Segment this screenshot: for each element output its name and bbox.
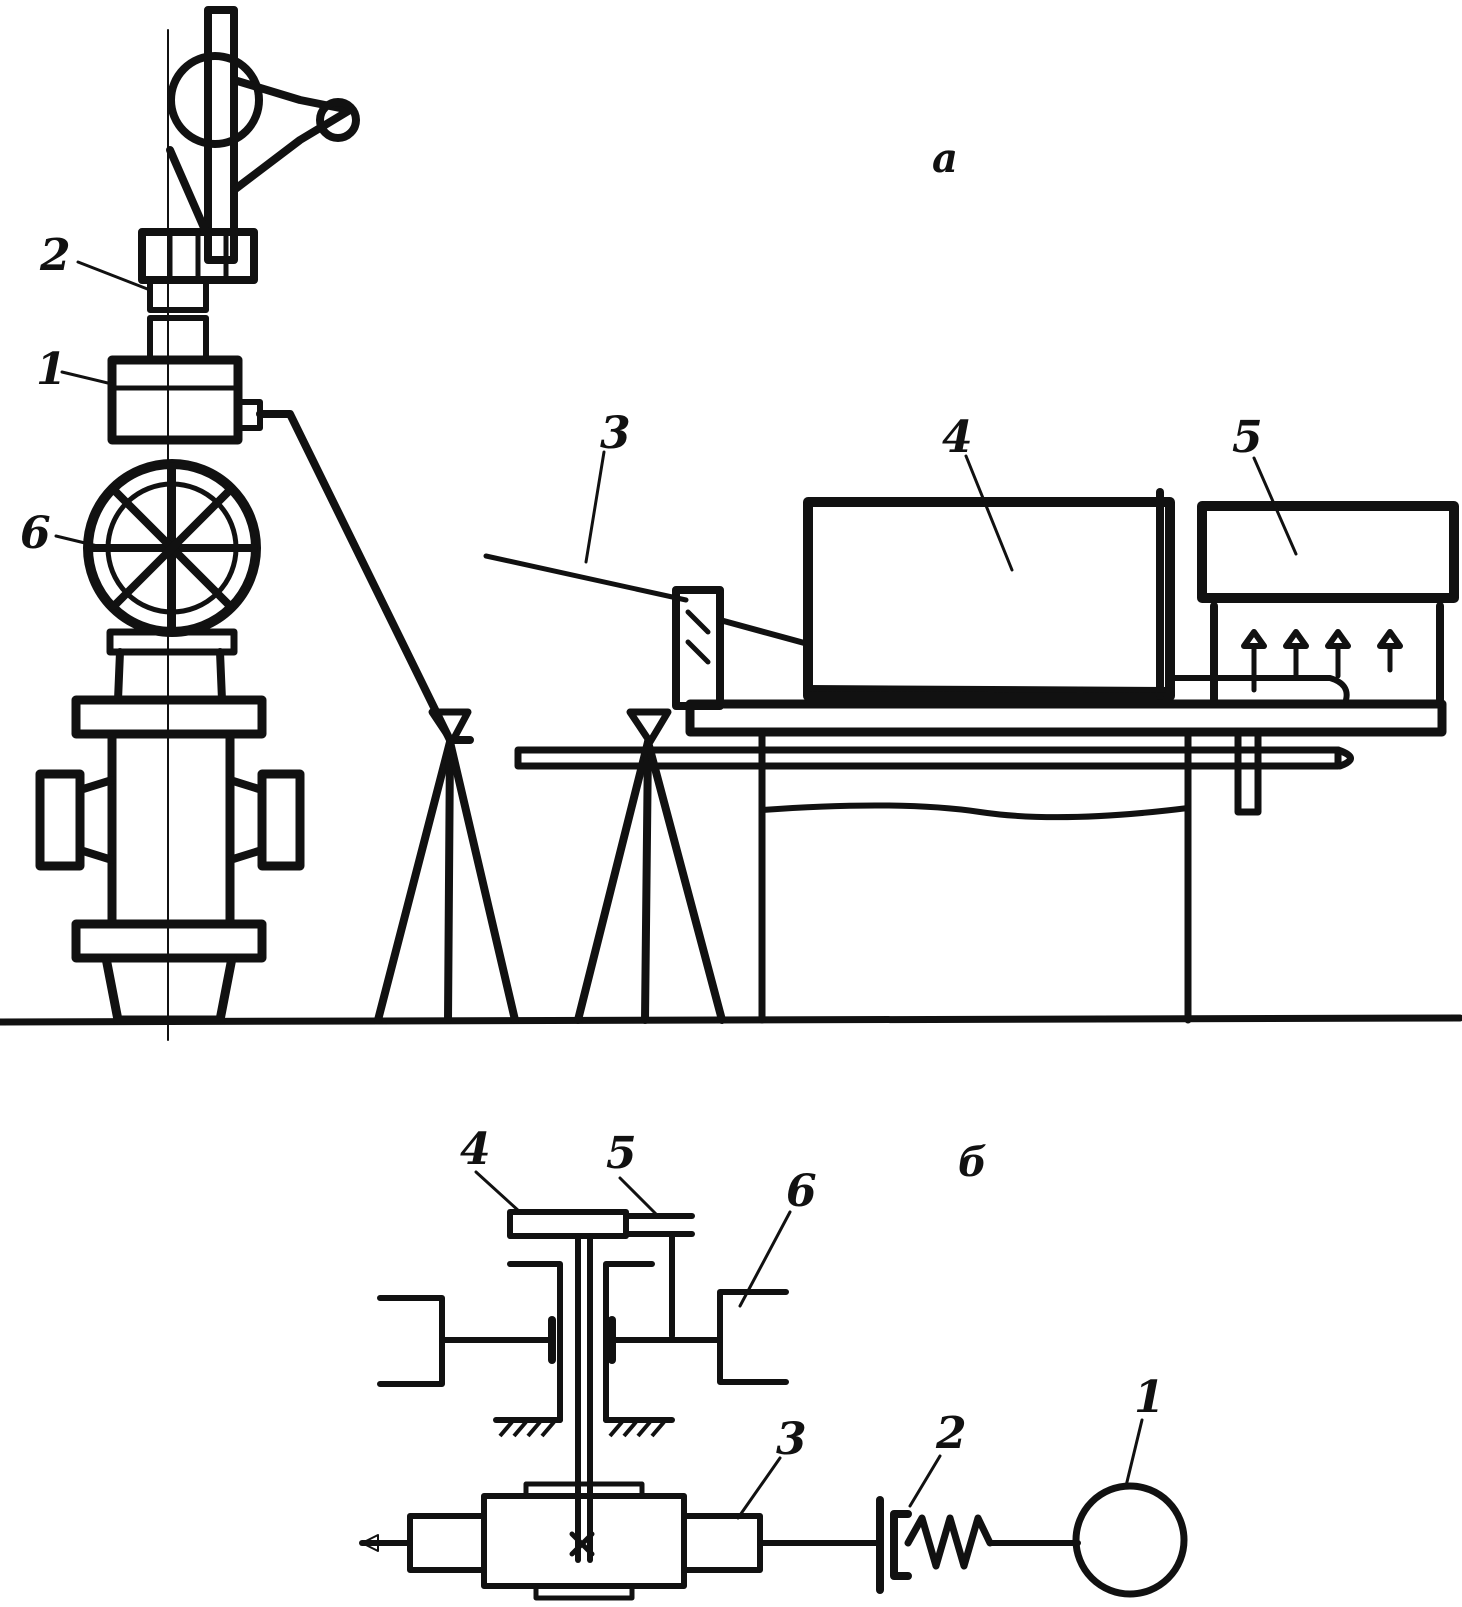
pulley-wheel	[167, 52, 263, 148]
sensor-cable	[256, 410, 474, 744]
motor	[1072, 1482, 1188, 1598]
amplifier-box	[1167, 501, 1459, 708]
tripod-left	[374, 708, 519, 1024]
tripod-leg	[641, 738, 652, 1024]
guide-pipe-bend	[1334, 746, 1354, 770]
callout-b-6: 6	[786, 1166, 817, 1217]
table-cloth-edge	[759, 802, 1191, 821]
lubricator-pipe	[147, 315, 209, 363]
leader-b-3	[736, 1456, 782, 1520]
lubricator-neck	[147, 277, 209, 313]
panel-b-letter: б	[958, 1139, 987, 1186]
right-outlet-flange	[257, 769, 305, 871]
callout-b-5: 5	[606, 1128, 637, 1179]
leader-3	[584, 450, 606, 564]
callout-b-1: 1	[1134, 1372, 1165, 1423]
tripod-leg	[644, 738, 726, 1024]
cylinder-right	[717, 1289, 789, 1385]
drain-pipe	[1234, 728, 1262, 816]
spring-coupling	[904, 1514, 994, 1570]
panel-a-letter: a	[932, 135, 958, 182]
amplifier-hose	[1167, 675, 1350, 703]
callout-a-2: 2	[39, 230, 71, 281]
leader-5	[1252, 456, 1298, 556]
mast-strut	[166, 146, 209, 234]
table-top	[685, 699, 1447, 737]
bushing-left	[507, 1261, 563, 1423]
connector-mark	[685, 609, 711, 635]
recorder-cable	[717, 617, 811, 647]
coupling-right	[890, 1510, 912, 1580]
leader-b-2	[908, 1454, 942, 1508]
leader-4	[964, 454, 1014, 572]
pulley-mast	[204, 6, 238, 264]
leader-b-1	[1124, 1418, 1144, 1488]
tripod-leg	[574, 738, 652, 1024]
callout-a-1: 1	[36, 344, 67, 395]
callout-a-4: 4	[942, 412, 973, 463]
ground-hatch	[498, 1420, 666, 1438]
callout-b-2: 2	[935, 1408, 967, 1459]
valve-neck	[114, 648, 226, 704]
right-side-outlet	[226, 776, 266, 864]
callout-a-3: 3	[600, 408, 631, 459]
callout-a-6: 6	[20, 508, 51, 559]
callout-b-4: 4	[460, 1124, 491, 1175]
left-outlet-flange	[35, 769, 85, 871]
leader-3-cable	[483, 553, 689, 603]
lever-bar	[507, 1209, 629, 1239]
cylinder-left	[377, 1295, 445, 1387]
wellhead-assembly	[35, 6, 360, 1041]
amplifier-housing	[1197, 501, 1459, 603]
tripod-leg	[374, 738, 454, 1024]
recorder-housing	[803, 497, 1175, 701]
handwheel-spoke	[110, 486, 234, 610]
cross-body	[107, 729, 235, 929]
leader-b-5	[618, 1176, 658, 1216]
leader-1	[60, 370, 114, 386]
gear-mark	[569, 1531, 595, 1557]
gear-box-bottom	[533, 1583, 635, 1601]
valve-bonnet	[106, 628, 238, 656]
tripod-head	[428, 708, 472, 746]
left-side-outlet	[76, 776, 116, 864]
instrument-table	[685, 699, 1447, 1024]
bushing-right	[603, 1261, 655, 1423]
tripod-leg	[444, 738, 454, 1024]
tripod-leg	[446, 738, 519, 1024]
recorder-base	[805, 685, 1173, 693]
shaft-sleeve-left	[407, 1513, 487, 1573]
panel-a: a 2 1 6 3 4 5	[0, 6, 1462, 1041]
leader-b-6	[738, 1210, 792, 1308]
connector-mark	[685, 639, 711, 665]
callout-b-3: 3	[776, 1414, 807, 1465]
ground-line	[0, 1014, 1462, 1026]
gear-box-top	[523, 1481, 645, 1499]
shaft-sleeve-right	[681, 1513, 763, 1573]
leader-6	[54, 534, 116, 552]
arrow-head-icon	[361, 1534, 379, 1552]
guide-pipe	[514, 746, 1342, 770]
column-base	[101, 953, 237, 1025]
connector-box	[672, 586, 724, 710]
recorder-box	[803, 488, 1175, 701]
panel-b: б 4 5 6 3 2 1	[359, 1124, 1188, 1601]
tripod-head	[626, 708, 672, 746]
pulley-hub	[316, 98, 360, 142]
callout-a-5: 5	[1232, 412, 1263, 463]
tripod-right	[574, 708, 726, 1024]
leader-2	[76, 260, 152, 292]
leader-b-4	[474, 1170, 522, 1214]
sensor-head	[107, 355, 243, 445]
lower-flange	[71, 919, 267, 963]
